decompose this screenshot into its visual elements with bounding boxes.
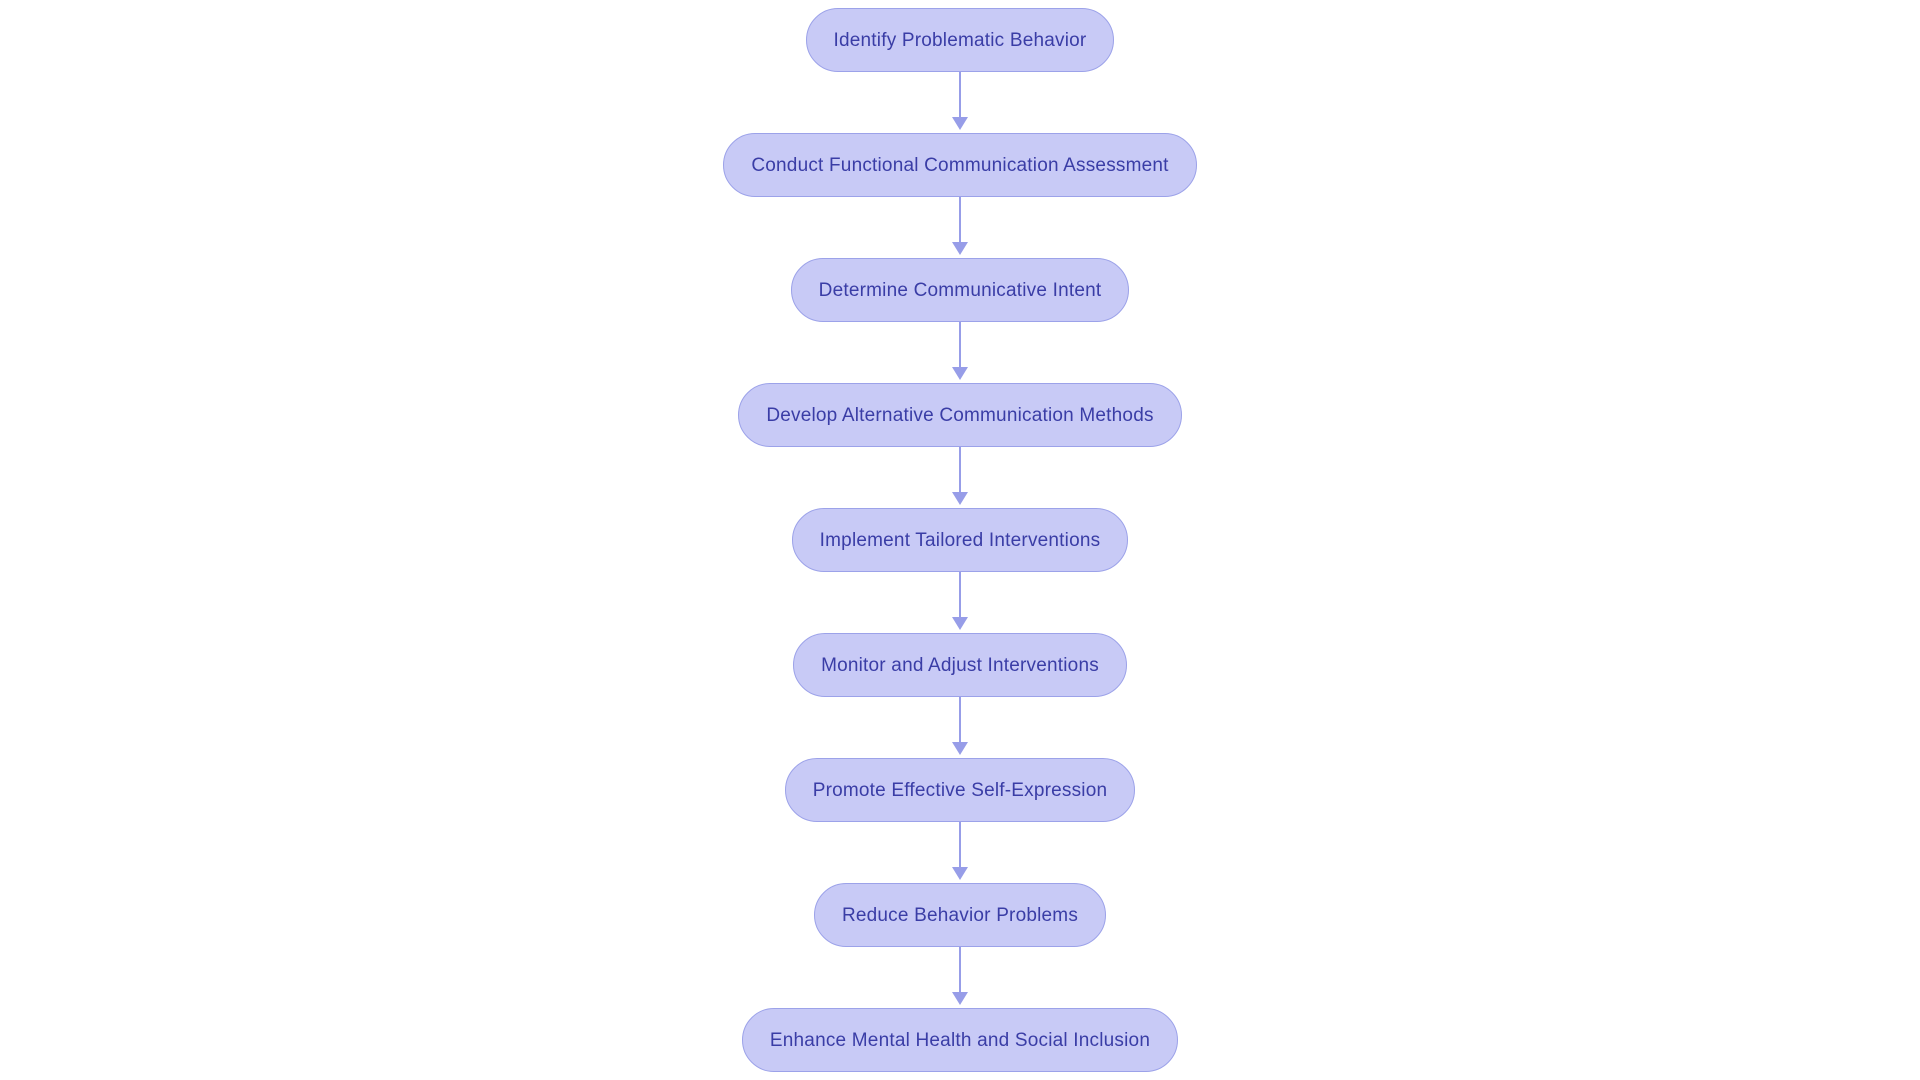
flow-arrow-line [958, 572, 962, 617]
flow-arrow-down-icon [952, 322, 968, 383]
flow-node-label: Develop Alternative Communication Method… [766, 404, 1154, 426]
flow-arrowhead-icon [952, 742, 968, 755]
flow-arrow-line [958, 197, 962, 242]
flow-arrow-line [958, 322, 962, 367]
flow-arrow-line [958, 447, 962, 492]
flow-node-label: Monitor and Adjust Interventions [821, 654, 1099, 676]
flow-node-monitor-and-adjust-interventions: Monitor and Adjust Interventions [793, 633, 1127, 697]
flow-arrowhead-icon [952, 367, 968, 380]
flow-node-enhance-mental-health-and-social-inclusion: Enhance Mental Health and Social Inclusi… [741, 1008, 1179, 1072]
flow-arrow-line [958, 697, 962, 742]
flow-node-implement-tailored-interventions: Implement Tailored Interventions [791, 508, 1129, 572]
flow-node-label: Reduce Behavior Problems [841, 904, 1079, 926]
flow-arrowhead-icon [952, 867, 968, 880]
flow-node-label: Implement Tailored Interventions [819, 529, 1101, 551]
flow-arrow-down-icon [952, 697, 968, 758]
flow-arrow-down-icon [952, 822, 968, 883]
flow-arrow-line [958, 72, 962, 117]
flow-arrowhead-icon [952, 492, 968, 505]
flow-arrow-down-icon [952, 947, 968, 1008]
flow-node-label: Promote Effective Self-Expression [812, 779, 1108, 801]
flow-arrowhead-icon [952, 992, 968, 1005]
flow-node-determine-communicative-intent: Determine Communicative Intent [790, 258, 1130, 322]
flow-node-develop-alternative-communication-methods: Develop Alternative Communication Method… [738, 383, 1182, 447]
flow-arrow-line [958, 822, 962, 867]
flow-arrow-line [958, 947, 962, 992]
flow-node-label: Determine Communicative Intent [818, 279, 1102, 301]
flow-arrow-down-icon [952, 572, 968, 633]
flow-node-promote-effective-self-expression: Promote Effective Self-Expression [784, 758, 1136, 822]
flow-node-label: Conduct Functional Communication Assessm… [751, 154, 1169, 176]
flow-arrow-down-icon [952, 72, 968, 133]
flow-arrowhead-icon [952, 617, 968, 630]
flow-arrow-down-icon [952, 197, 968, 258]
flow-arrowhead-icon [952, 117, 968, 130]
flow-node-identify-problematic-behavior: Identify Problematic Behavior [805, 8, 1115, 72]
flow-arrow-down-icon [952, 447, 968, 508]
flow-node-label: Enhance Mental Health and Social Inclusi… [769, 1029, 1151, 1051]
flow-node-conduct-functional-communication-assessment: Conduct Functional Communication Assessm… [723, 133, 1197, 197]
flow-arrowhead-icon [952, 242, 968, 255]
flow-node-reduce-behavior-problems: Reduce Behavior Problems [813, 883, 1107, 947]
flow-node-label: Identify Problematic Behavior [833, 29, 1087, 51]
